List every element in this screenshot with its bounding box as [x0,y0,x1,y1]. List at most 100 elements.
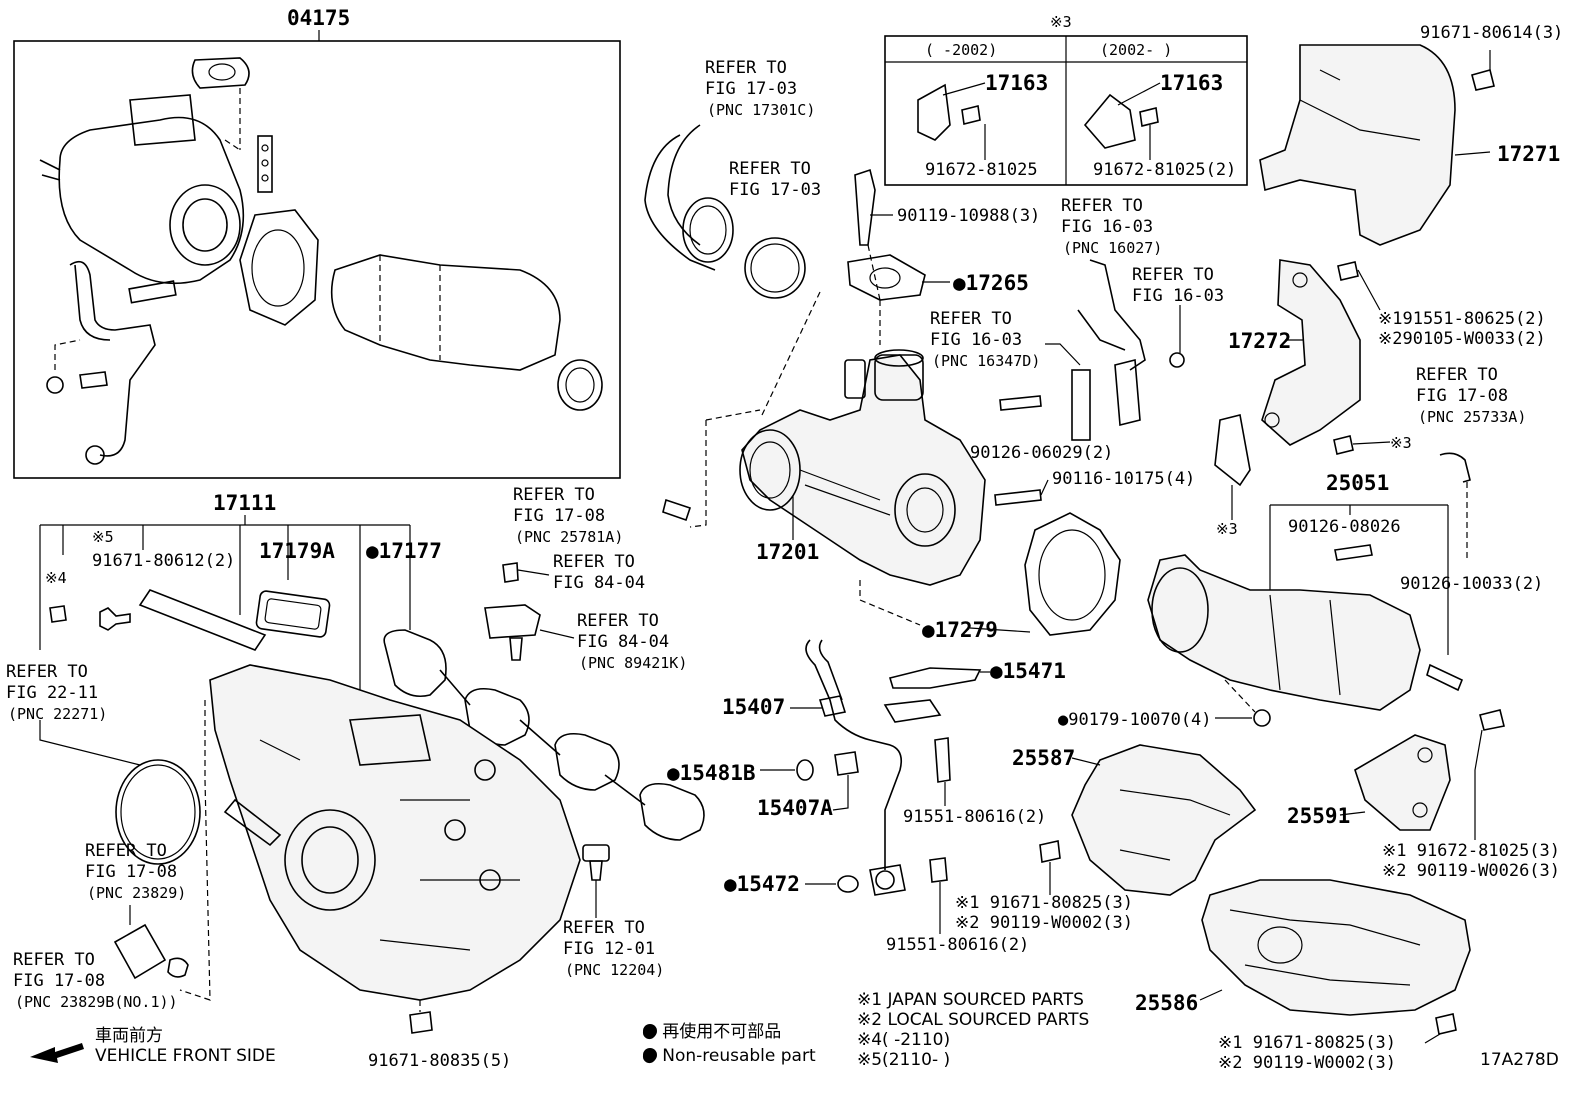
part-17272-label: 17272 [1228,329,1291,353]
heat-insulator-group [1039,44,1505,1044]
range-right-label: (2002- ) [1100,41,1172,59]
refer-1703a-line3: (PNC 17301C) [707,101,815,119]
intake-manifold-group [30,515,705,1063]
refer-8404b-line2: FIG 84-04 [577,632,669,652]
refer-2211-line3: (PNC 22271) [8,705,107,723]
refer-1703b-line2: FIG 17-03 [729,180,821,200]
part-17279-label: ●17279 [922,618,998,642]
part-17201-label: 17201 [756,540,819,564]
part-17177-label: ●17177 [366,539,442,563]
refer-1708b-line3: (PNC 23829B(NO.1)) [15,993,178,1011]
part-90116-10175-label: 90116-10175(4) [1052,469,1195,489]
note-3-bolt-label: ※3 [1390,434,1412,452]
footnote-5-label: ※5(2110- ) [857,1050,950,1070]
part-25586-label: 25586 [1135,991,1198,1015]
refer-1708a-line2: FIG 17-08 [85,862,177,882]
note1-91551-80625-label: ※191551-80625(2) [1378,309,1546,329]
part-17111-label: 17111 [213,491,276,515]
part-91671-80835-label: 91671-80835(5) [368,1051,511,1071]
figure-code-label: 17A278D [1480,1050,1559,1070]
note2-90119-w0026-label: ※2 90119-W0026(3) [1382,861,1560,881]
note2-90119-w0002b-label: ※2 90119-W0002(3) [1218,1053,1396,1073]
refer-1603a-line1: REFER TO [930,309,1012,329]
part-15481b-label: ●15481B [667,761,756,785]
refer-1603c-line1: REFER TO [1132,265,1214,285]
refer-2211-line1: REFER TO [6,662,88,682]
range-left-label: ( -2002) [925,41,997,59]
heat-insulator-17272 [1261,259,1361,446]
oil-pipe [805,639,903,870]
turbo-center-group [484,124,1185,934]
vehicle-front-arrow-icon [30,1043,84,1063]
refer-1703a-line2: FIG 17-03 [705,79,797,99]
part-04175-label: 04175 [287,6,350,30]
note-4-label: ※4 [45,569,67,587]
refer-1603b-line1: REFER TO [1061,196,1143,216]
note1-91671-80825b-label: ※1 91671-80825(3) [1218,1033,1396,1053]
oil-pipe-sketch [69,260,156,457]
part-15407-label: 15407 [722,695,785,719]
non-reusable-label: ● Non-reusable part [642,1046,816,1066]
heat-insulator-25587 [1071,744,1257,896]
refer-1708c-line1: REFER TO [513,485,595,505]
part-17163b-label: 17163 [1160,71,1223,95]
refer-1708d-line3: (PNC 25733A) [1418,408,1526,426]
refer-1703b-line1: REFER TO [729,159,811,179]
part-17179a-label: 17179A [259,539,335,563]
footnote-1-label: ※1 JAPAN SOURCED PARTS [857,990,1084,1010]
bracket-inset-group [884,35,1248,186]
refer-2211-line2: FIG 22-11 [6,683,98,703]
part-91672-81025b-label: 91672-81025(2) [1093,160,1236,180]
refer-1603b-line2: FIG 16-03 [1061,217,1153,237]
footnote-4-label: ※4( -2110) [857,1030,950,1050]
part-15471-label: ●15471 [990,659,1066,683]
legend-jp-label: 車両前方 [95,1026,163,1046]
note1-91672-81025-label: ※1 91672-81025(3) [1382,841,1560,861]
part-17265-label: ●17265 [953,271,1029,295]
refer-1708d-line1: REFER TO [1416,365,1498,385]
refer-1708b-line2: FIG 17-08 [13,971,105,991]
note2-90105-w0033-label: ※290105-W0033(2) [1378,329,1546,349]
intake-manifold-body [209,664,581,1001]
part-15407a-label: 15407A [757,796,833,820]
refer-1703a-line1: REFER TO [705,58,787,78]
air-hose [644,134,716,271]
refer-8404a-line2: FIG 84-04 [553,573,645,593]
assembly-box [13,40,621,479]
part-91672-81025a-label: 91672-81025 [925,160,1038,180]
note1-91671-80825-label: ※1 91671-80825(3) [955,893,1133,913]
part-90126-06029-label: 90126-06029(2) [970,443,1113,463]
catalyst-sketch [330,254,561,371]
note2-90119-w0002-label: ※2 90119-W0002(3) [955,913,1133,933]
heat-insulator-25586 [1201,879,1471,1016]
gasket-ring-sketch [239,209,319,326]
catalytic-converter [1147,554,1421,711]
part-17163a-label: 17163 [985,71,1048,95]
part-25051-label: 25051 [1326,471,1389,495]
labels-group: 04175 17111 17179A ●17177 ※5 91671-80612… [6,6,1563,1073]
non-reusable-jp-label: ● 再使用不可部品 [642,1021,781,1042]
refer-8404a-line1: REFER TO [553,552,635,572]
part-91671-80612-label: 91671-80612(2) [92,551,235,571]
part-91551-80616b-label: 91551-80616(2) [886,935,1029,955]
part-25591-label: 25591 [1287,804,1350,828]
assembly-04175-group [13,30,621,479]
refer-1201-line1: REFER TO [563,918,645,938]
note-3-bracket-label: ※3 [1216,520,1238,538]
refer-1201-line2: FIG 12-01 [563,939,655,959]
gasket-sketch [191,57,250,89]
part-90179-10070-label: ●90179-10070(4) [1058,710,1212,730]
refer-1708b-line1: REFER TO [13,950,95,970]
refer-1708a-line3: (PNC 23829) [87,884,186,902]
part-90119-10988-label: 90119-10988(3) [897,206,1040,226]
part-90126-10033-label: 90126-10033(2) [1400,574,1543,594]
refer-1708d-line2: FIG 17-08 [1416,386,1508,406]
part-25587-label: 25587 [1012,746,1075,770]
refer-8404b-line1: REFER TO [577,611,659,631]
legend-front-label: VEHICLE FRONT SIDE [95,1046,276,1066]
part-91671-80614-label: 91671-80614(3) [1420,23,1563,43]
refer-1201-line3: (PNC 12204) [565,961,664,979]
refer-1708a-line1: REFER TO [85,841,167,861]
